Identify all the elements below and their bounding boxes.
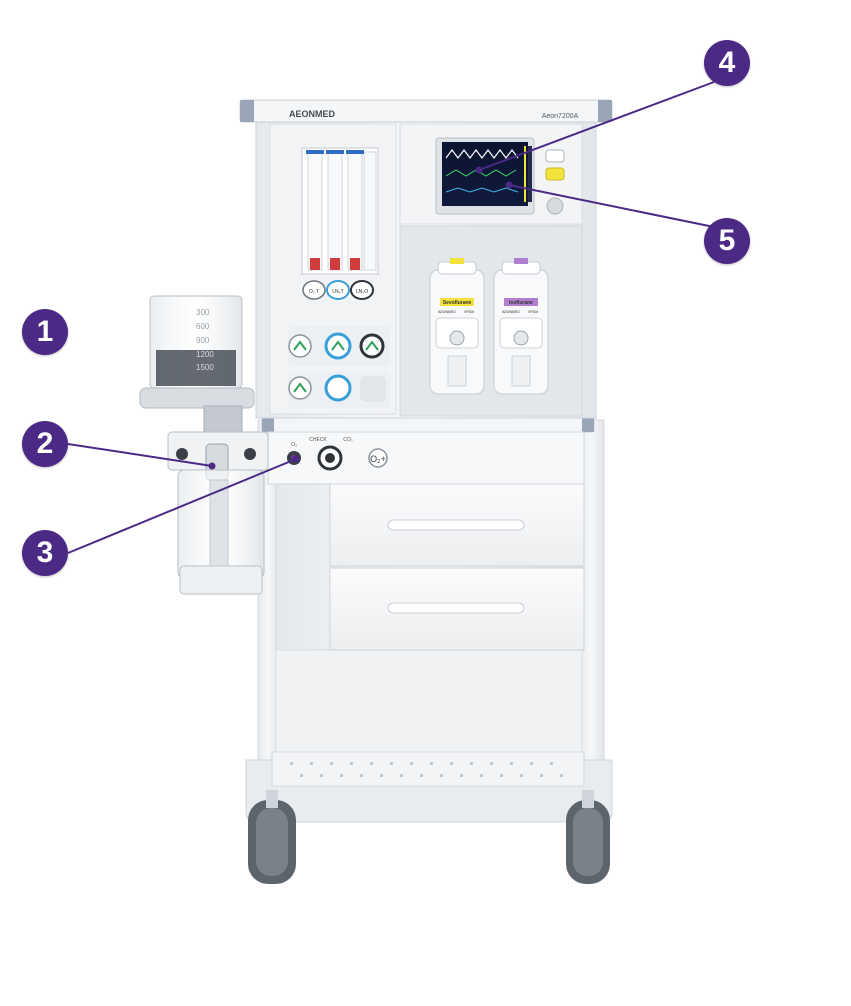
model-label: Aeon7200A — [542, 113, 579, 120]
port-panel — [267, 431, 585, 485]
co2-absorber — [139, 295, 255, 435]
drawer-top[interactable] — [329, 483, 585, 567]
wheels — [248, 790, 610, 884]
callout-lines — [67, 81, 715, 554]
scale-900: 900 — [196, 336, 210, 345]
knob-label-n2o: LN₂O — [356, 289, 368, 295]
scale-1200: 1200 — [196, 350, 214, 359]
scale-300: 300 — [196, 308, 210, 317]
callout-5[interactable]: 5 — [704, 218, 750, 264]
vaporizer-left-label: Sevoflurane — [443, 300, 472, 306]
vaporizer-right-code: AEONMED — [502, 310, 520, 314]
drawer-bottom[interactable] — [329, 567, 585, 651]
callout-3[interactable]: 3 — [22, 530, 68, 576]
monitor-side-buttons[interactable] — [545, 149, 565, 215]
scale-600: 600 — [196, 322, 210, 331]
port-label-2: CHECK — [309, 437, 327, 443]
callout-2[interactable]: 2 — [22, 421, 68, 467]
brand-logo: AEONMED — [289, 109, 336, 119]
vaporizer-left-code: AEONMED — [438, 310, 456, 314]
flow-control-knobs[interactable] — [302, 280, 374, 300]
knob-label-o2: O₂ T — [309, 289, 319, 295]
port-label-1: O₂ — [291, 442, 297, 448]
pressure-gauges — [288, 326, 390, 408]
callout-dots — [208, 166, 513, 470]
cart-base — [245, 751, 613, 823]
vaporizer-right-label: Isoflurane — [509, 300, 533, 306]
vaporizer-right-model: VP300 — [528, 310, 539, 314]
flowmeter-tubes — [301, 147, 379, 275]
callout-1[interactable]: 1 — [22, 309, 68, 355]
breathing-system — [167, 431, 269, 595]
vaporizer-sevoflurane[interactable] — [429, 258, 485, 395]
knob-label-air: LN₃T — [332, 289, 343, 295]
vaporizer-left-model: VP300 — [464, 310, 475, 314]
vaporizer-isoflurane[interactable] — [493, 258, 549, 395]
ventilator-monitor[interactable] — [435, 137, 535, 215]
callout-4[interactable]: 4 — [704, 40, 750, 86]
port-label-3: CO₂ — [343, 437, 353, 443]
o2-flush-label: O₂+ — [370, 454, 386, 464]
scale-1500: 1500 — [196, 363, 214, 372]
